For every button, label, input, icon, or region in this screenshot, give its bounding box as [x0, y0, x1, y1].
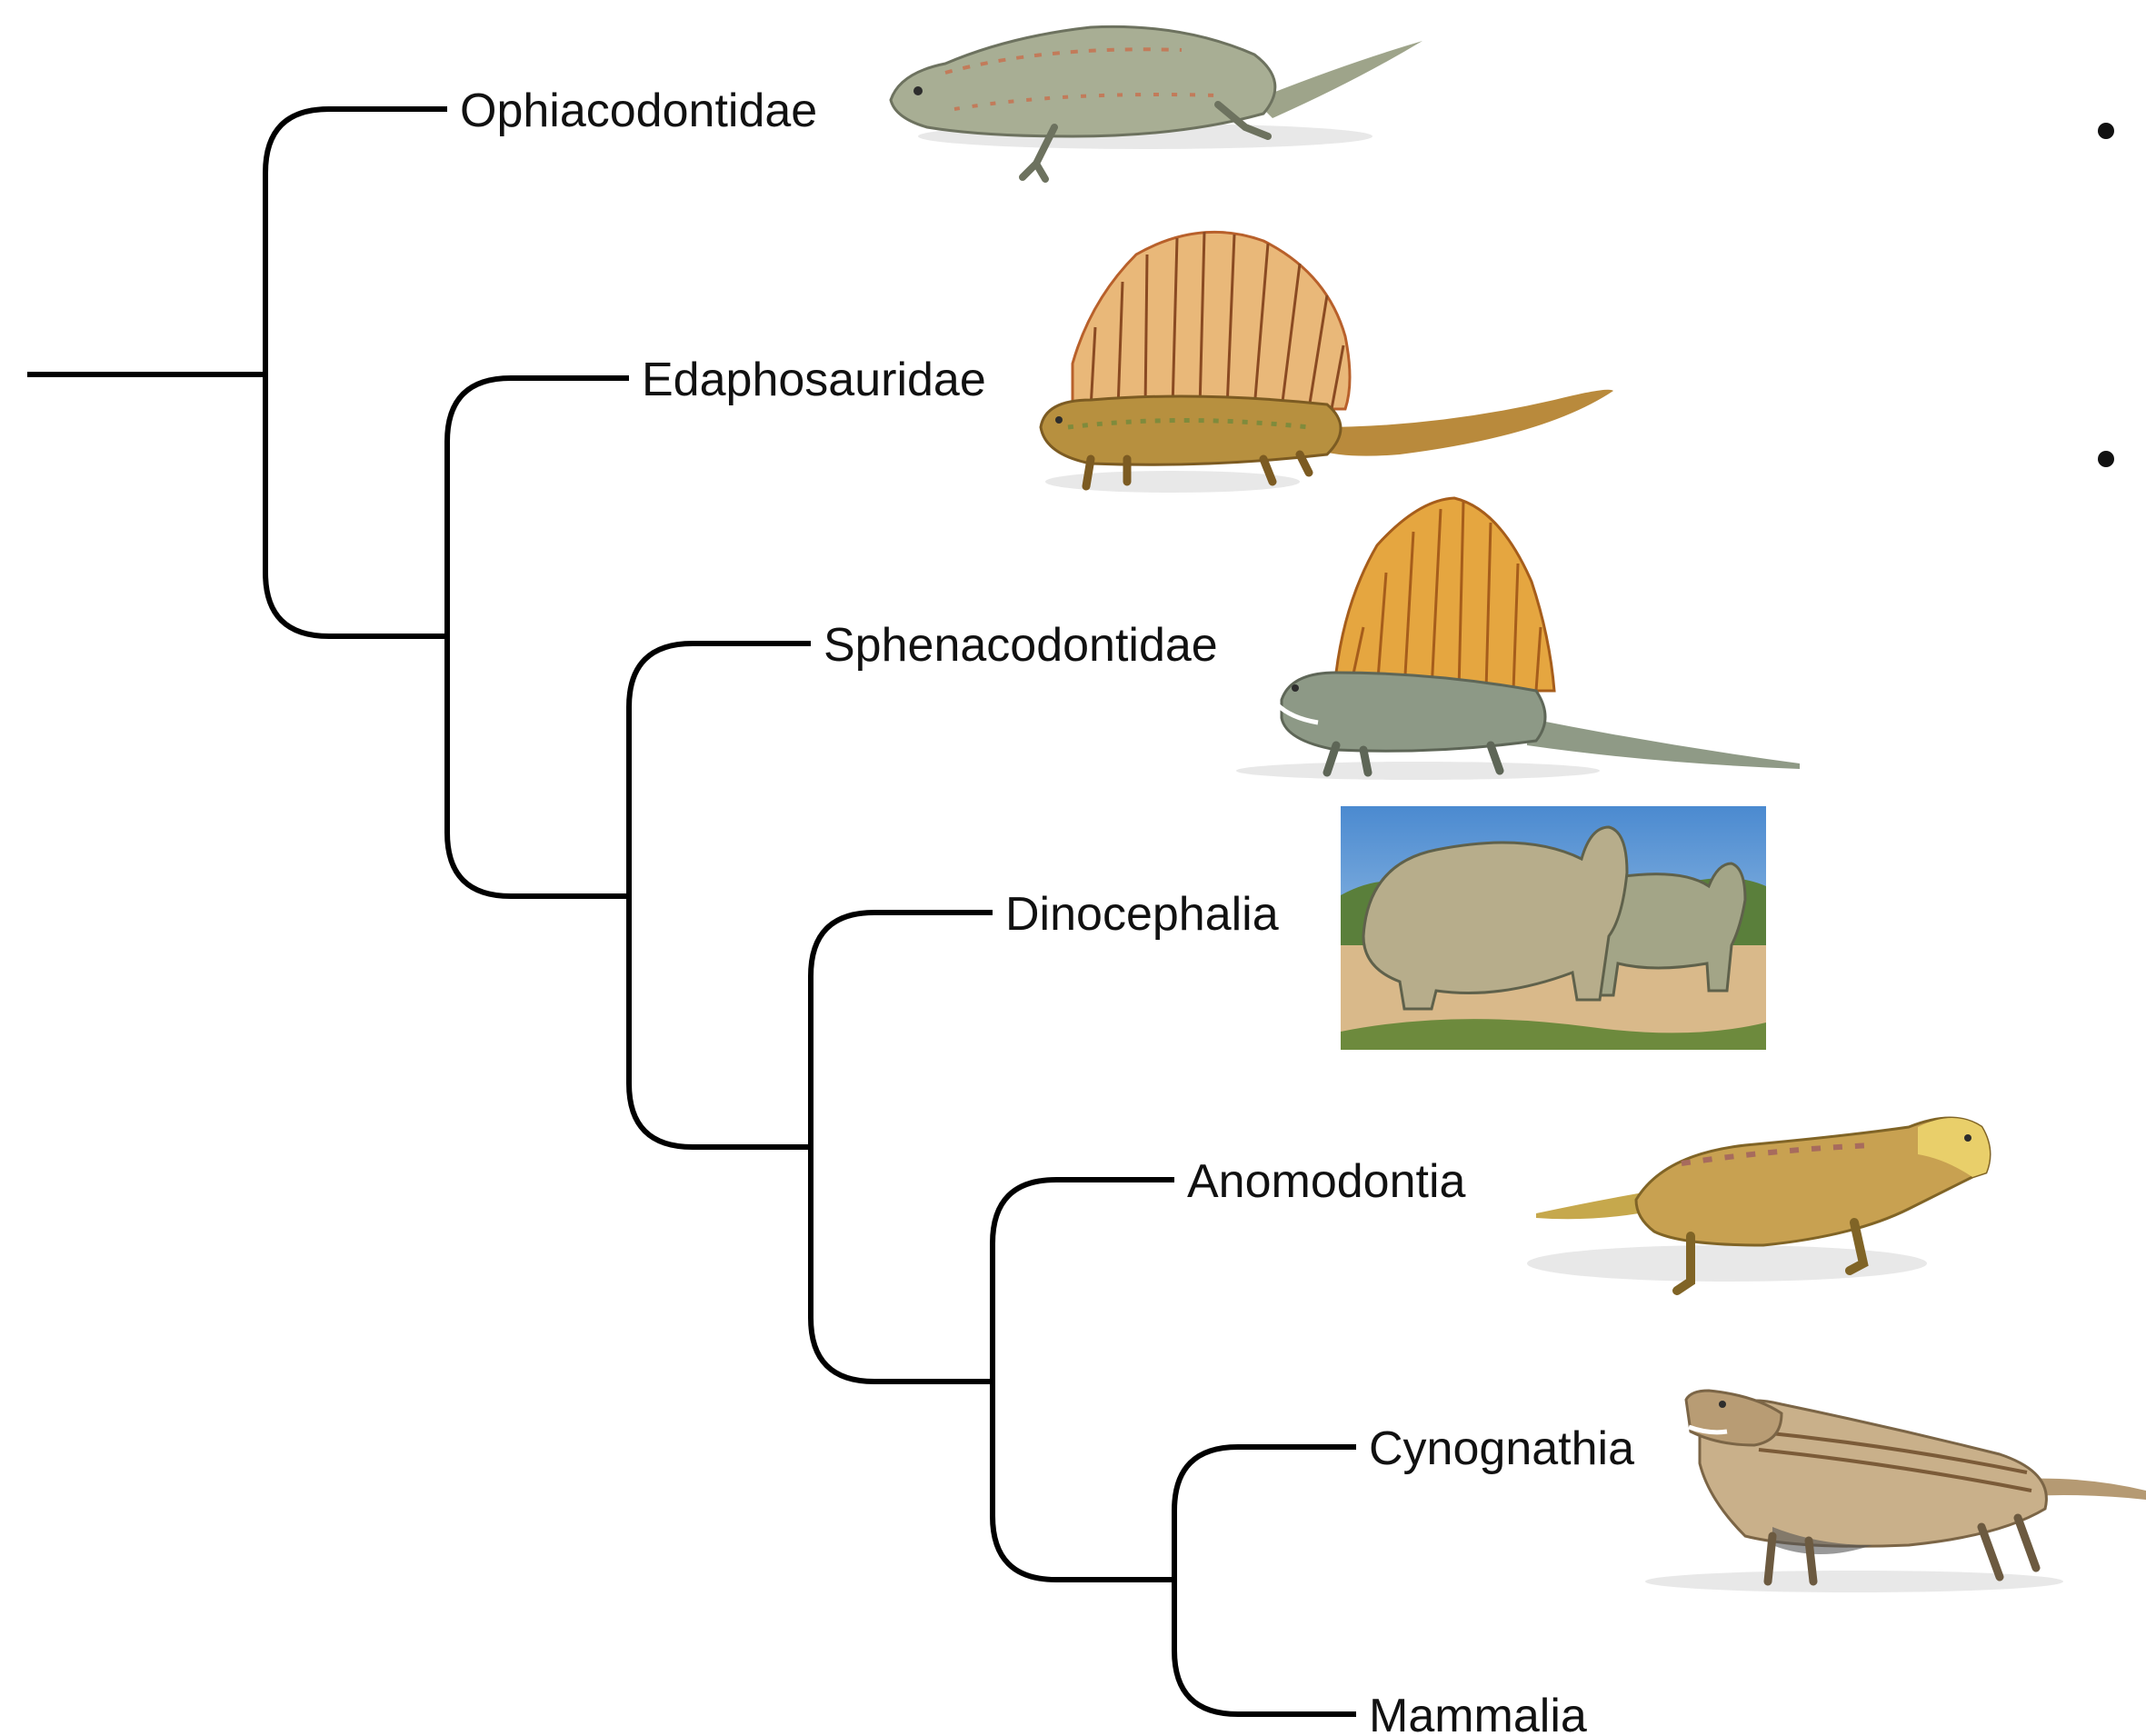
taxon-label-cynognathia: Cynognathia	[1369, 1422, 1634, 1475]
dimetrodon-illustration	[1236, 498, 1800, 780]
clade-node-3	[629, 644, 811, 1147]
taxon-label-ophiacodontidae: Ophiacodontidae	[460, 85, 817, 137]
clade-node-5	[993, 1180, 1174, 1580]
ophiacodontid-illustration	[891, 26, 1422, 179]
bullet-list-fragment	[2098, 123, 2114, 467]
taxon-label-sphenacodontidae: Sphenacodontidae	[823, 619, 1218, 672]
clade-node-2	[447, 378, 629, 896]
clade-node-4	[811, 913, 993, 1382]
dinocephalian-scene-illustration	[1341, 806, 1766, 1050]
anomodont-illustration	[1527, 1118, 1990, 1291]
taxon-label-edaphosauridae: Edaphosauridae	[642, 354, 986, 406]
clade-node-1	[265, 109, 447, 636]
cynodont-illustration	[1645, 1391, 2146, 1592]
bullet-point-1	[2098, 123, 2114, 139]
taxon-label-dinocephalia: Dinocephalia	[1005, 888, 1279, 941]
bullet-point-2	[2098, 451, 2114, 467]
taxon-label-mammalia: Mammalia	[1369, 1690, 1587, 1736]
clade-node-6	[1174, 1447, 1356, 1714]
taxon-label-anomodontia: Anomodontia	[1187, 1155, 1466, 1208]
edaphosaurus-illustration	[1041, 232, 1613, 493]
